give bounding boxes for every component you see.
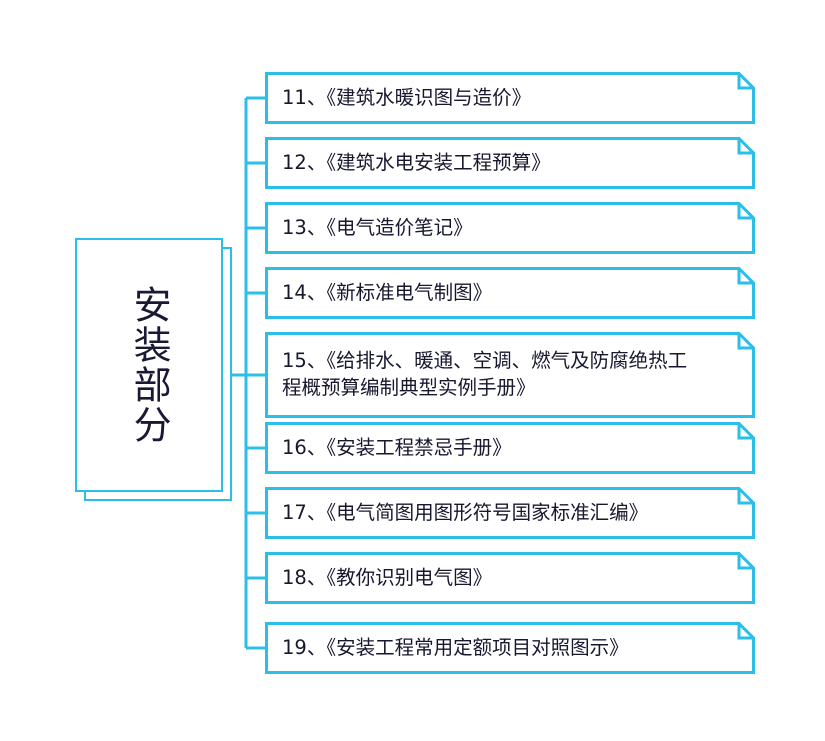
child-node-14[interactable]: 14、《新标准电气制图》: [265, 267, 755, 319]
child-node-19[interactable]: 19、《安装工程常用定额项目对照图示》: [265, 622, 755, 674]
root-node-box: 安装部分: [75, 238, 223, 492]
folded-corner-box-icon: [265, 202, 755, 254]
child-node-17[interactable]: 17、《电气简图用图形符号国家标准汇编》: [265, 487, 755, 539]
folded-corner-box-icon: [265, 422, 755, 474]
child-node-label: 15、《给排水、暖通、空调、燃气及防腐绝热工 程概预算编制典型实例手册》: [282, 349, 688, 399]
child-node-label: 14、《新标准电气制图》: [282, 280, 493, 304]
folded-corner-box-icon: [265, 552, 755, 604]
child-node-18[interactable]: 18、《教你识别电气图》: [265, 552, 755, 604]
child-node-13[interactable]: 13、《电气造价笔记》: [265, 202, 755, 254]
folded-corner-box-icon: [265, 72, 755, 124]
child-node-label: 13、《电气造价笔记》: [282, 215, 473, 239]
folded-corner-box-icon: [265, 137, 755, 189]
folded-corner-box-icon: [265, 332, 755, 418]
folded-corner-box-icon: [265, 267, 755, 319]
child-node-15[interactable]: 15、《给排水、暖通、空调、燃气及防腐绝热工 程概预算编制典型实例手册》: [265, 332, 755, 418]
child-node-label: 12、《建筑水电安装工程预算》: [282, 150, 551, 174]
child-node-label: 16、《安装工程禁忌手册》: [282, 435, 512, 459]
folded-corner-box-icon: [265, 487, 755, 539]
child-node-12[interactable]: 12、《建筑水电安装工程预算》: [265, 137, 755, 189]
folded-corner-box-icon: [265, 622, 755, 674]
child-node-label: 19、《安装工程常用定额项目对照图示》: [282, 635, 629, 659]
root-node[interactable]: 安装部分: [75, 238, 232, 501]
child-node-label: 17、《电气简图用图形符号国家标准汇编》: [282, 500, 649, 524]
child-node-label: 11、《建筑水暖识图与造价》: [282, 85, 532, 109]
child-node-16[interactable]: 16、《安装工程禁忌手册》: [265, 422, 755, 474]
root-node-label: 安装部分: [127, 285, 172, 445]
child-node-label: 18、《教你识别电气图》: [282, 565, 493, 589]
child-node-11[interactable]: 11、《建筑水暖识图与造价》: [265, 72, 755, 124]
